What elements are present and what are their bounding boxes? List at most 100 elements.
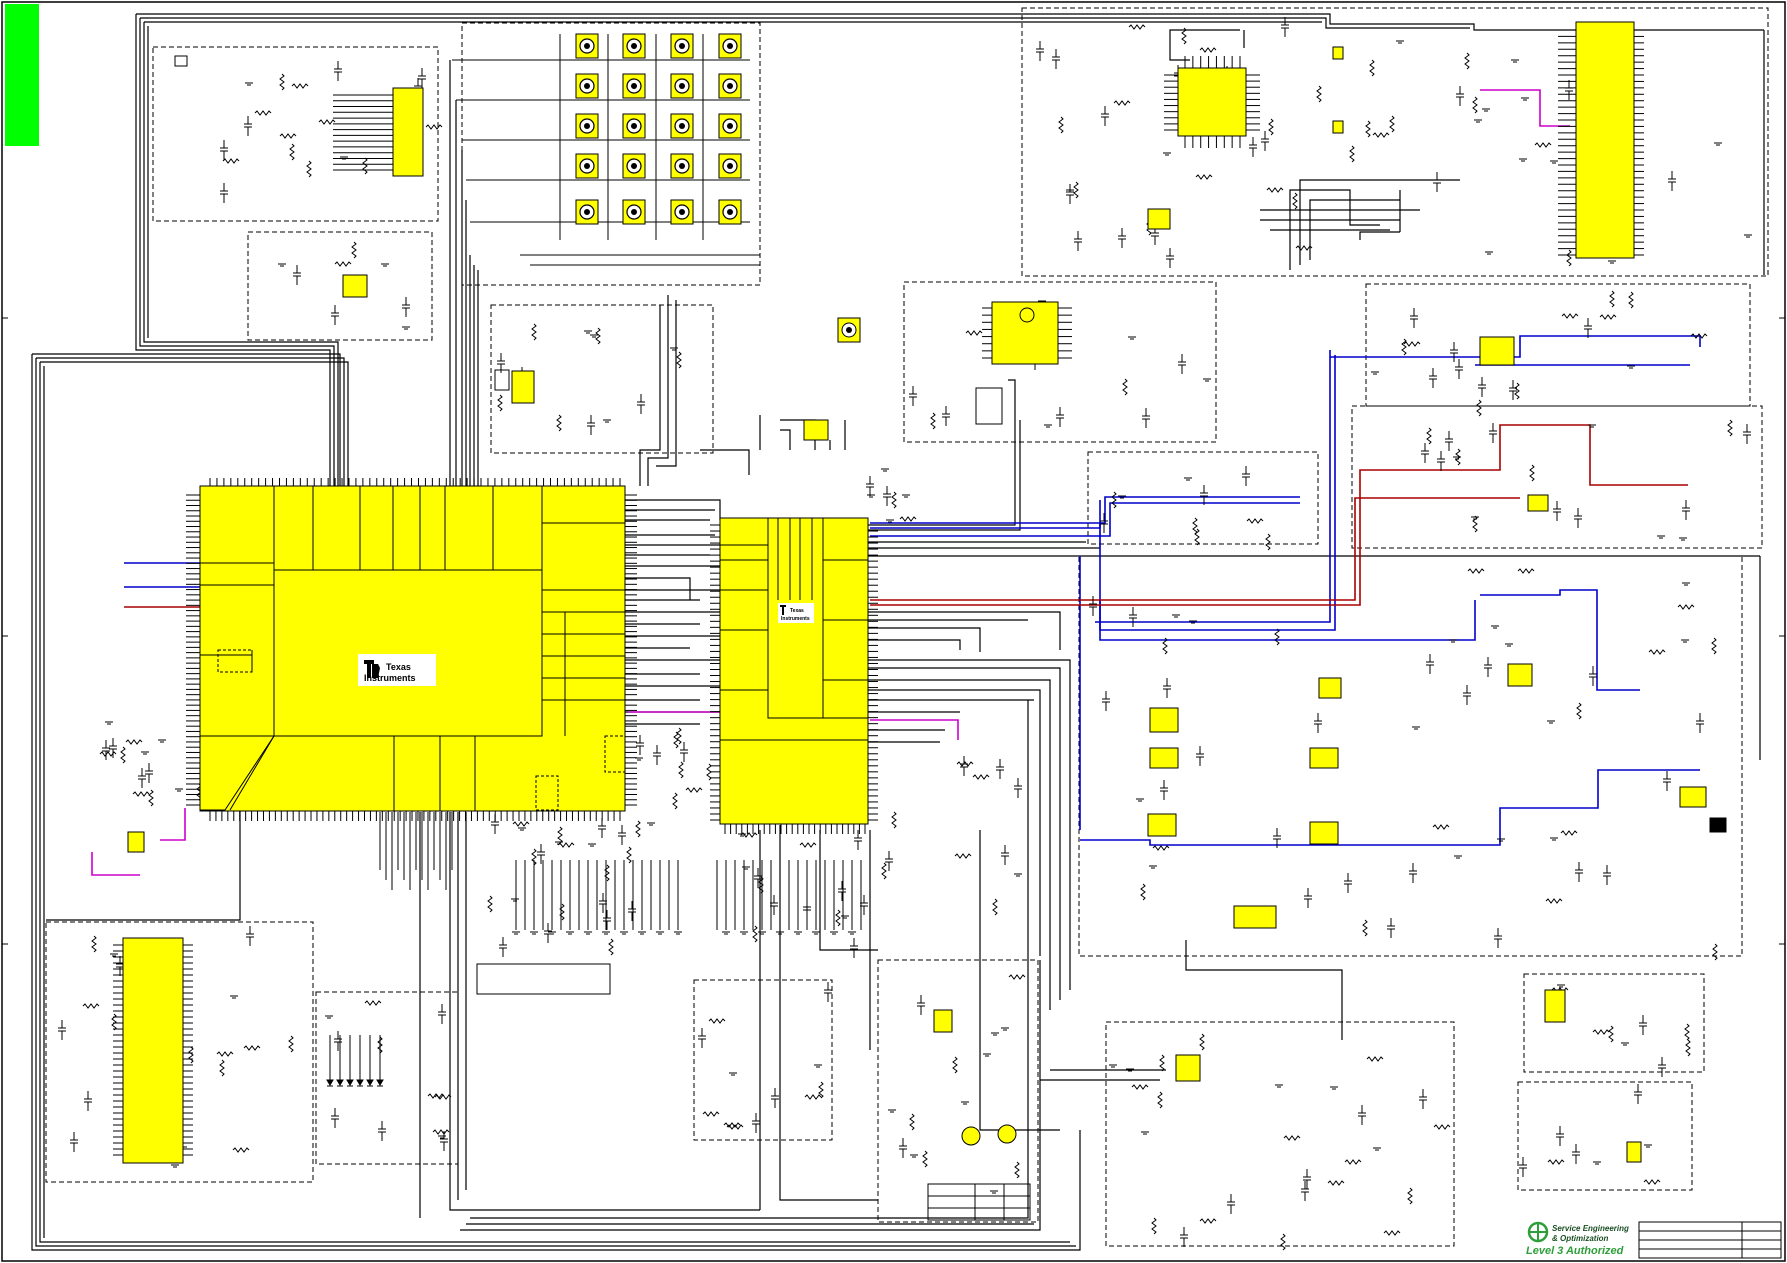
charger-ic [1527, 494, 1549, 512]
resistor [289, 143, 295, 161]
ground-symbol [1491, 625, 1499, 629]
capacitor [1575, 862, 1583, 882]
capacitor [1463, 685, 1471, 705]
resistor [1283, 1135, 1301, 1141]
resistor [1194, 528, 1200, 546]
resistor [1192, 517, 1198, 535]
capacitor [885, 851, 893, 871]
capacitor [1455, 359, 1463, 379]
ground-symbol [340, 156, 348, 160]
resistor [1113, 100, 1131, 106]
capacitor [942, 406, 950, 426]
ground-symbol [1136, 798, 1144, 802]
capacitor [1494, 928, 1502, 948]
ground-symbol [230, 995, 238, 999]
resistor [1316, 85, 1322, 103]
capacitor [628, 901, 636, 921]
capacitor [1509, 380, 1517, 400]
ground-symbol [603, 419, 611, 423]
capacitor [1421, 443, 1429, 463]
capacitor [220, 183, 228, 203]
diode-array [326, 1035, 384, 1087]
resistor [1517, 568, 1535, 574]
resistor [891, 811, 897, 829]
ground-symbol [670, 347, 678, 351]
diode-icon [366, 1035, 374, 1087]
resistor [557, 842, 575, 848]
resistor [531, 323, 537, 341]
ground-symbol [902, 494, 910, 498]
resistor [1407, 1187, 1413, 1205]
ground-symbol [278, 263, 286, 267]
capacitor [1450, 342, 1458, 362]
capacitor [653, 745, 661, 765]
capacitor [1429, 368, 1437, 388]
resistor [1274, 628, 1280, 646]
capacitor [1163, 678, 1171, 698]
capacitor [102, 740, 110, 760]
resistor [1599, 314, 1617, 320]
resistor [1403, 341, 1421, 347]
capacitor [1303, 1169, 1311, 1189]
resistor [254, 110, 272, 116]
chips [122, 21, 1727, 1164]
resistor [1455, 448, 1461, 466]
capacitor [1196, 746, 1204, 766]
resistor [288, 1035, 294, 1053]
ti-logo-main: Texas Instruments [358, 654, 436, 686]
round-button-icon [670, 33, 694, 59]
capacitor [499, 937, 507, 957]
capacitor [109, 738, 117, 758]
capacitor [331, 1108, 339, 1128]
capacitor [1304, 888, 1312, 908]
ground-symbol [1396, 40, 1404, 44]
resistor [1199, 47, 1217, 53]
resistor [1432, 824, 1450, 830]
capacitor [1036, 41, 1044, 61]
resistor [243, 1045, 261, 1051]
capacitor [1743, 424, 1751, 444]
resistor [1151, 1217, 1157, 1235]
ground-symbol [1519, 158, 1527, 162]
resistor [965, 330, 983, 336]
capacitor [1178, 354, 1186, 374]
round-button-icon [670, 73, 694, 99]
resistor [1140, 883, 1146, 901]
switch-ic-4 [1309, 821, 1339, 845]
capacitor [1589, 666, 1597, 686]
ground-symbol [983, 1053, 991, 1057]
round-button-icon [670, 199, 694, 225]
pa-ic-2 [1318, 677, 1342, 699]
ground-symbol [841, 915, 849, 919]
antenna-switch-ic [1679, 786, 1707, 808]
round-button-icon [575, 199, 599, 225]
ground-symbol [1714, 142, 1722, 146]
ground-symbol [512, 931, 520, 935]
capacitor [1200, 485, 1208, 505]
resistor [1628, 291, 1634, 309]
diode-icon [326, 1035, 334, 1087]
resistor [1476, 399, 1482, 417]
capacitor [909, 386, 917, 406]
resistor [1560, 830, 1578, 836]
diode-icon [336, 1035, 344, 1087]
resistor [279, 73, 285, 91]
ground-symbol [1141, 1131, 1149, 1135]
resistor [432, 1129, 450, 1135]
resistor [818, 1081, 824, 1099]
ground-symbol [584, 931, 592, 935]
resistor [1266, 187, 1284, 193]
ground-symbol [1474, 119, 1482, 123]
resistor [1472, 515, 1478, 533]
diode-icon [376, 1035, 384, 1087]
resistor [676, 727, 682, 745]
capacitor [418, 68, 426, 88]
capacitor [1584, 318, 1592, 338]
ground-symbol [961, 1101, 969, 1105]
led-driver-ic [1626, 1141, 1642, 1163]
ground-symbol [635, 757, 643, 761]
resistor [1152, 845, 1170, 851]
resistor [676, 351, 682, 369]
